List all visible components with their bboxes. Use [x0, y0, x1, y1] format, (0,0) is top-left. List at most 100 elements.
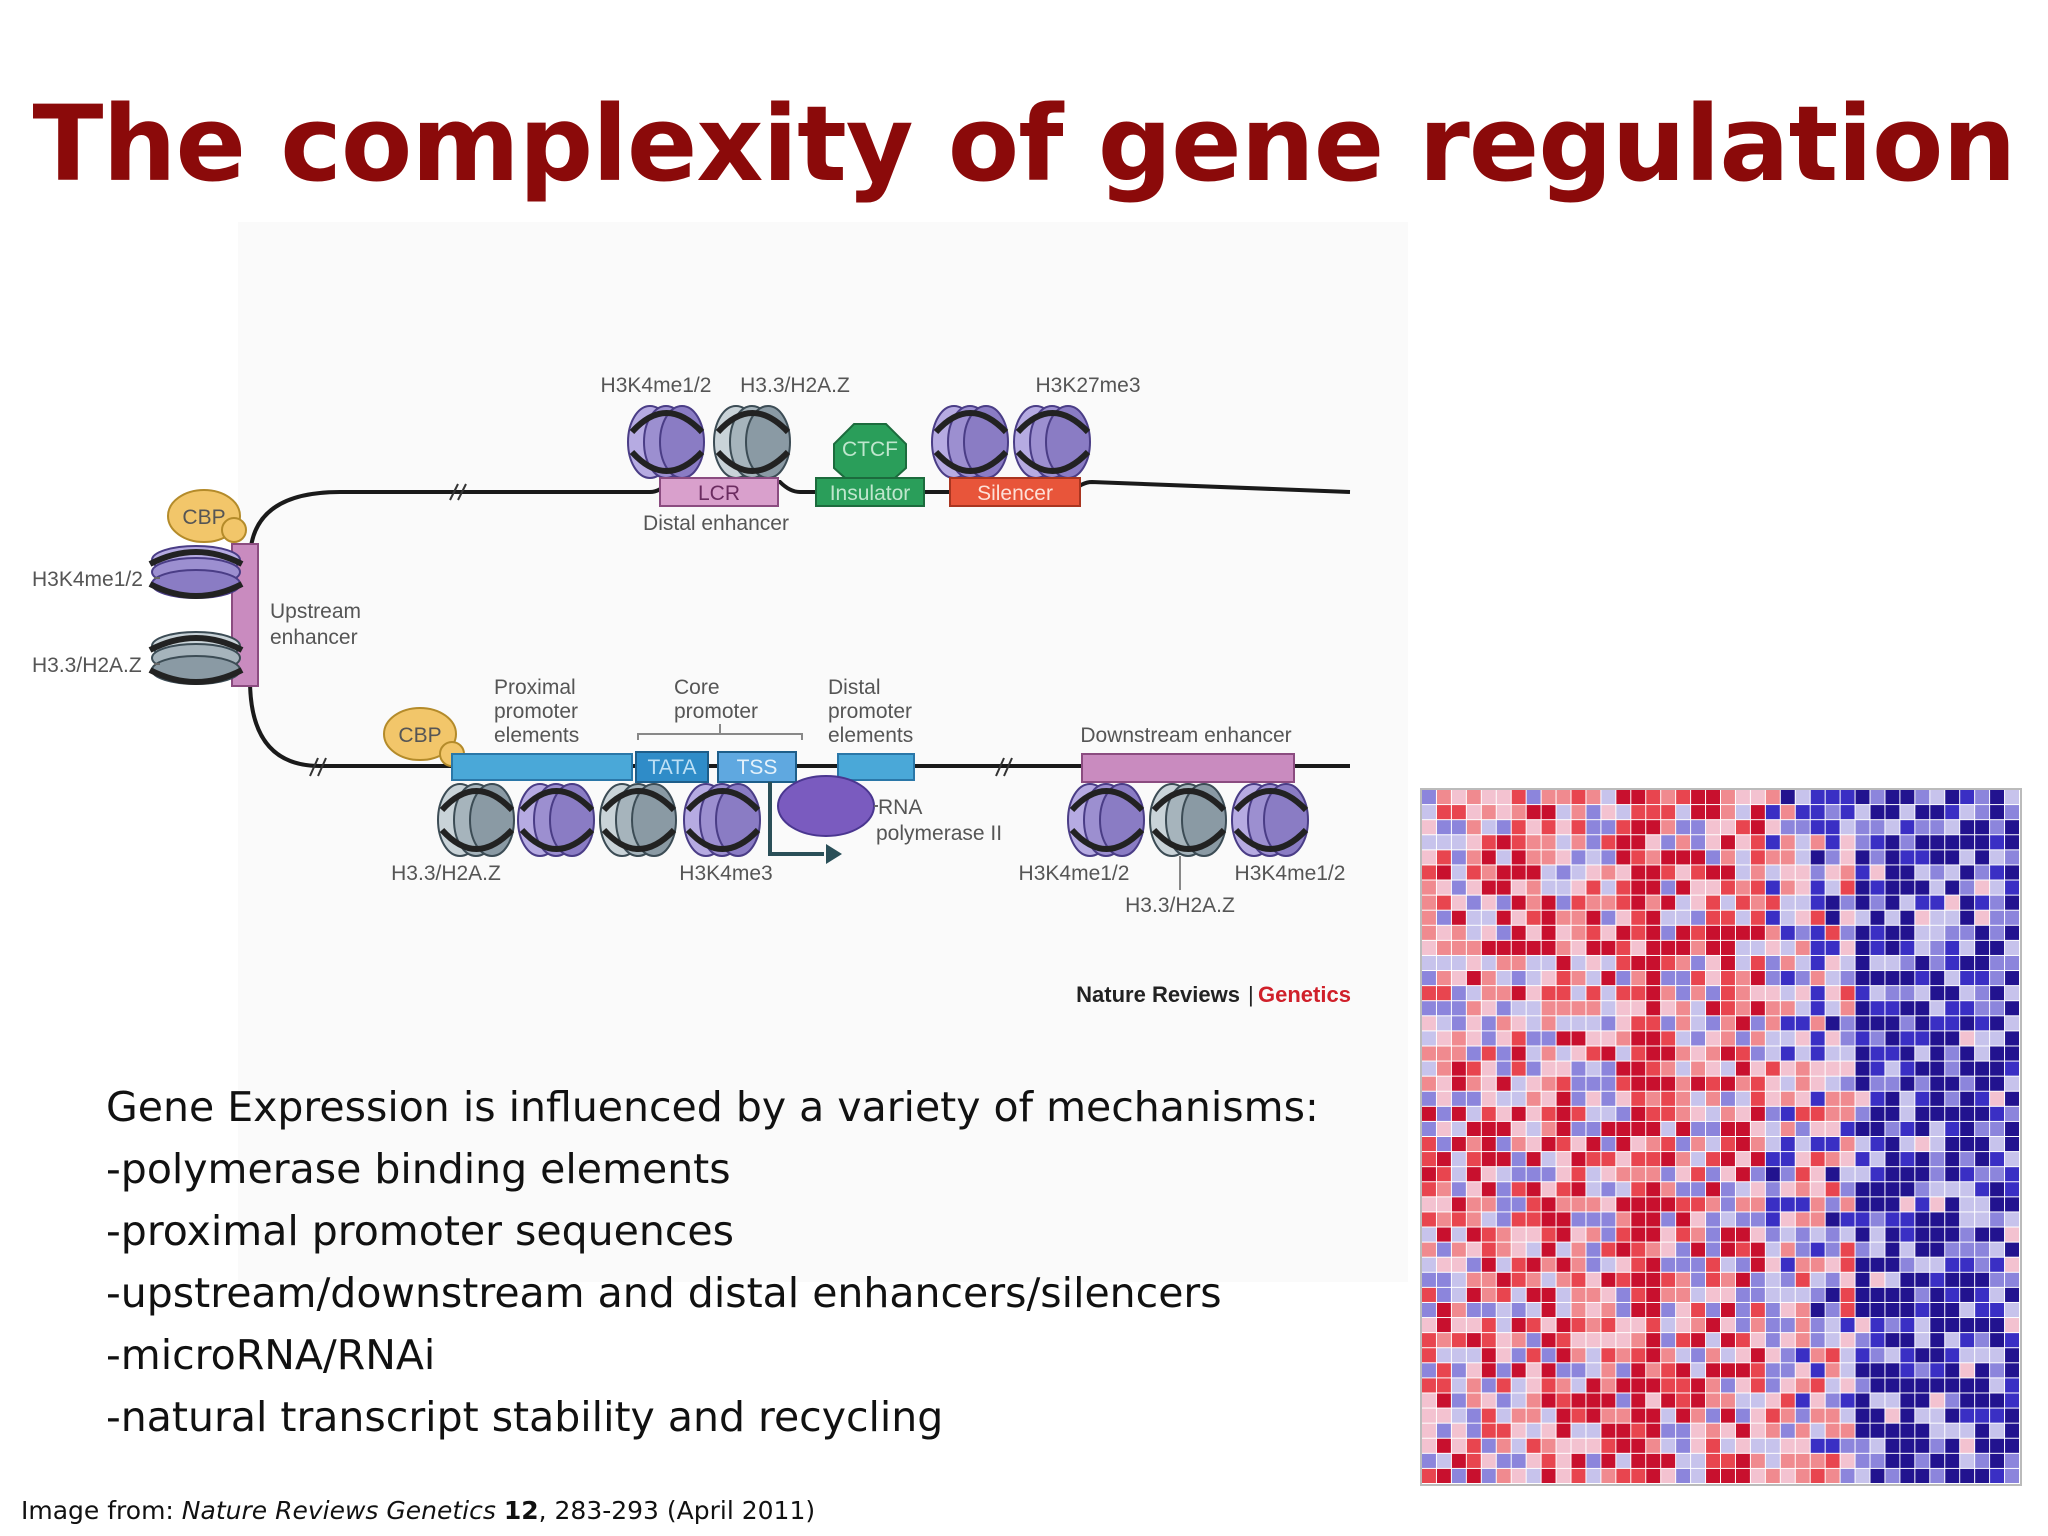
heatmap-cell	[1855, 1046, 1870, 1061]
heatmap-cell	[1870, 880, 1885, 895]
heatmap-cell	[1706, 1468, 1720, 1483]
heatmap-cell	[1915, 1453, 1930, 1468]
heatmap-cell	[1646, 895, 1661, 910]
heatmap-cell	[1451, 1363, 1466, 1378]
heatmap-cell	[1466, 1302, 1481, 1318]
heatmap-cell	[1586, 820, 1601, 835]
heatmap-cell	[1466, 1378, 1481, 1393]
heatmap-cell	[1466, 1408, 1481, 1423]
heatmap-cell	[1511, 880, 1526, 895]
heatmap-cell	[1631, 1393, 1646, 1408]
heatmap-cell	[1496, 1001, 1511, 1016]
heatmap-cell	[1900, 1121, 1915, 1136]
heatmap-cell	[1840, 1106, 1855, 1121]
heatmap-cell	[1750, 1393, 1765, 1408]
heatmap-cell	[1870, 1363, 1885, 1378]
heatmap-cell	[1496, 1393, 1511, 1408]
heatmap-cell	[1990, 880, 2005, 895]
heatmap-cell	[1825, 955, 1840, 971]
heatmap-cell	[1706, 986, 1720, 1001]
heatmap-cell	[1885, 1363, 1900, 1378]
heatmap-cell	[1765, 1438, 1780, 1453]
heatmap-cell	[1780, 1468, 1795, 1483]
heatmap-cell	[1496, 1016, 1511, 1031]
heatmap-cell	[1526, 1046, 1541, 1061]
heatmap-cell	[1676, 1152, 1691, 1167]
heatmap-cell	[1661, 820, 1676, 835]
heatmap-cell	[1646, 1137, 1661, 1152]
heatmap-cell	[1526, 1091, 1541, 1106]
heatmap-cell	[1885, 1016, 1900, 1031]
bullet-item: Gene Expression is influenced by a varie…	[106, 1083, 1319, 1131]
heatmap-cell	[1616, 1121, 1631, 1136]
heatmap-cell	[1661, 1393, 1676, 1408]
heatmap-cell	[1436, 971, 1451, 986]
heatmap-cell	[1750, 1212, 1765, 1227]
heatmap-cell	[1975, 1227, 1990, 1242]
heatmap-cell	[1571, 1212, 1586, 1227]
heatmap-cell	[1451, 1182, 1466, 1197]
heatmap-cell	[1631, 1363, 1646, 1378]
heatmap-cell	[1526, 1076, 1541, 1091]
heatmap-cell	[1780, 1106, 1795, 1121]
heatmap-cell	[1691, 1348, 1706, 1363]
heatmap-cell	[1780, 1438, 1795, 1453]
heatmap-cell	[1481, 1182, 1496, 1197]
heatmap-cell	[1556, 940, 1571, 955]
heatmap-cell	[1810, 1468, 1825, 1483]
heatmap-cell	[1975, 1393, 1990, 1408]
heatmap-cell	[1825, 940, 1840, 955]
heatmap-cell	[1735, 1302, 1750, 1318]
heatmap-cell	[1601, 1318, 1616, 1333]
heatmap-cell	[1840, 895, 1855, 910]
heatmap-cell	[1900, 925, 1915, 940]
heatmap-cell	[1855, 1378, 1870, 1393]
heatmap-cell	[1436, 1152, 1451, 1167]
heatmap-cell	[1975, 1423, 1990, 1438]
heatmap-cell	[1930, 1348, 1945, 1363]
heatmap-cell	[1496, 1152, 1511, 1167]
heatmap-cell	[1990, 1016, 2005, 1031]
heatmap-cell	[1915, 1001, 1930, 1016]
heatmap-cell	[2005, 1272, 2019, 1287]
heatmap-cell	[1900, 1348, 1915, 1363]
heatmap-cell	[1616, 1333, 1631, 1348]
heatmap-cell	[1975, 910, 1990, 925]
heatmap-cell	[1765, 1091, 1780, 1106]
heatmap-cell	[1945, 1453, 1960, 1468]
heatmap-cell	[1721, 1453, 1735, 1468]
heatmap-cell	[1945, 1091, 1960, 1106]
heatmap-cell	[1691, 1468, 1706, 1483]
heatmap-cell	[1541, 1348, 1556, 1363]
heatmap-cell	[1451, 1167, 1466, 1182]
heatmap-cell	[1960, 1393, 1975, 1408]
heatmap-cell	[1616, 1182, 1631, 1197]
heatmap-cell	[1631, 1121, 1646, 1136]
heatmap-cell	[1706, 1106, 1720, 1121]
heatmap-cell	[1661, 895, 1676, 910]
heatmap-cell	[1840, 1076, 1855, 1091]
heatmap-cell	[1765, 805, 1780, 820]
credit-journal: Nature Reviews Genetics	[181, 1496, 496, 1525]
heatmap-cell	[1870, 1348, 1885, 1363]
heatmap-cell	[1422, 1453, 1436, 1468]
heatmap-cell	[1810, 910, 1825, 925]
heatmap-cell	[1691, 1212, 1706, 1227]
heatmap-cell	[1765, 1408, 1780, 1423]
heatmap-cell	[1750, 1333, 1765, 1348]
heatmap-cell	[1825, 1408, 1840, 1423]
bullet-item: -proximal promoter sequences	[106, 1207, 734, 1255]
heatmap-cell	[1646, 986, 1661, 1001]
label-h3k27me3: H3K27me3	[1035, 374, 1140, 397]
heatmap-cell	[1691, 1438, 1706, 1453]
heatmap-cell	[1436, 1121, 1451, 1136]
heatmap-cell	[1616, 1302, 1631, 1318]
heatmap-cell	[1765, 910, 1780, 925]
heatmap-cell	[1706, 1227, 1720, 1242]
heatmap-cell	[1780, 1031, 1795, 1046]
heatmap-cell	[1586, 1212, 1601, 1227]
heatmap-cell	[1511, 835, 1526, 850]
heatmap-cell	[1601, 1378, 1616, 1393]
heatmap-cell	[1885, 1061, 1900, 1076]
heatmap-cell	[1870, 850, 1885, 865]
